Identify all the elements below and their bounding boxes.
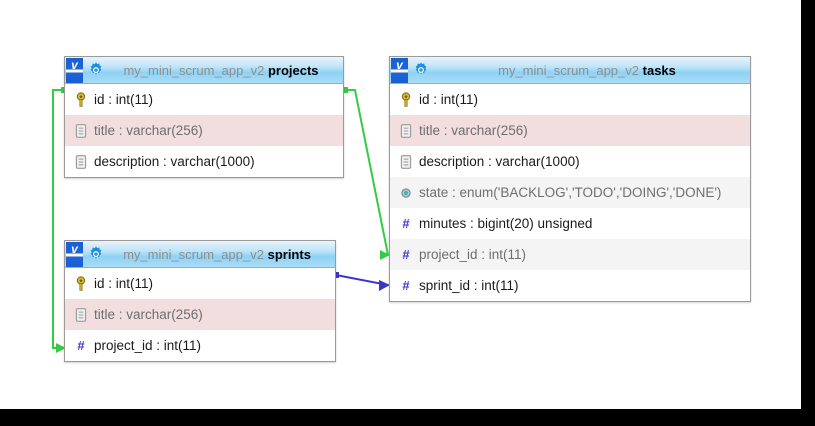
schema-label: my_mini_scrum_app_v2 (123, 246, 264, 262)
column-label: minutes : bigint(20) unsigned (419, 215, 593, 231)
table-tasks[interactable]: v my_mini_scrum_app_v2 tasks id : int(11… (389, 56, 751, 302)
table-sprints[interactable]: v my_mini_scrum_app_v2 sprints id : int(… (64, 240, 336, 362)
table-projects-header[interactable]: v my_mini_scrum_app_v2 projects (65, 57, 343, 84)
gear-icon[interactable] (412, 61, 430, 79)
schema-label: my_mini_scrum_app_v2 (498, 62, 640, 78)
column-label: id : int(11) (419, 91, 479, 107)
hash-icon: # (402, 278, 410, 293)
column-label: title : varchar(256) (94, 306, 203, 322)
hash-icon: # (402, 247, 410, 262)
key-icon (401, 91, 411, 107)
table-row[interactable]: # project_id : int(11) (390, 239, 750, 270)
column-label: title : varchar(256) (419, 122, 528, 138)
table-row[interactable]: title : varchar(256) (390, 115, 750, 146)
table-name-label: sprints (267, 246, 311, 262)
table-row[interactable]: title : varchar(256) (65, 115, 343, 146)
column-label: sprint_id : int(11) (419, 277, 519, 293)
table-tasks-header[interactable]: v my_mini_scrum_app_v2 tasks (390, 57, 750, 84)
table-projects[interactable]: v my_mini_scrum_app_v2 projects id : int… (64, 56, 344, 178)
view-badge-icon: v (391, 57, 408, 83)
table-row[interactable]: # project_id : int(11) (65, 330, 335, 361)
hash-icon: # (77, 338, 85, 353)
column-label: project_id : int(11) (419, 246, 527, 262)
enum-icon (401, 187, 411, 198)
column-label: description : varchar(1000) (419, 153, 580, 169)
field-icon (400, 154, 412, 169)
gear-icon[interactable] (87, 61, 105, 79)
column-label: description : varchar(1000) (94, 153, 255, 169)
column-label: id : int(11) (94, 275, 154, 291)
field-icon (75, 154, 87, 169)
field-icon (75, 123, 87, 138)
table-sprints-title: my_mini_scrum_app_v2 sprints (105, 247, 335, 262)
table-row[interactable]: description : varchar(1000) (390, 146, 750, 177)
relation-sprints-tasks[interactable] (333, 272, 390, 291)
field-icon (400, 123, 412, 138)
key-icon (76, 91, 86, 107)
table-name-label: tasks (642, 62, 676, 78)
field-icon (75, 307, 87, 322)
bottom-divider (0, 409, 801, 411)
column-label: state : enum('BACKLOG','TODO','DOING','D… (419, 184, 722, 200)
column-label: title : varchar(256) (94, 122, 203, 138)
view-badge-icon: v (66, 241, 83, 267)
column-label: project_id : int(11) (94, 337, 202, 353)
table-row[interactable]: title : varchar(256) (65, 299, 335, 330)
column-label: id : int(11) (94, 91, 154, 107)
table-row[interactable]: # minutes : bigint(20) unsigned (390, 208, 750, 239)
table-row[interactable]: description : varchar(1000) (65, 146, 343, 177)
table-name-label: projects (267, 62, 319, 78)
table-row[interactable]: id : int(11) (390, 84, 750, 115)
table-projects-title: my_mini_scrum_app_v2 projects (105, 63, 343, 78)
relation-projects-tasks[interactable] (342, 87, 390, 260)
table-row[interactable]: id : int(11) (65, 268, 335, 299)
view-badge-icon: v (66, 57, 83, 83)
key-icon (76, 275, 86, 291)
schema-label: my_mini_scrum_app_v2 (123, 62, 265, 78)
table-row[interactable]: # sprint_id : int(11) (390, 270, 750, 301)
gear-icon[interactable] (87, 245, 105, 263)
table-tasks-title: my_mini_scrum_app_v2 tasks (430, 63, 750, 78)
hash-icon: # (402, 216, 410, 231)
diagram-canvas[interactable]: v my_mini_scrum_app_v2 projects id : int… (0, 0, 801, 409)
table-row[interactable]: state : enum('BACKLOG','TODO','DOING','D… (390, 177, 750, 208)
table-row[interactable]: id : int(11) (65, 84, 343, 115)
table-sprints-header[interactable]: v my_mini_scrum_app_v2 sprints (65, 241, 335, 268)
